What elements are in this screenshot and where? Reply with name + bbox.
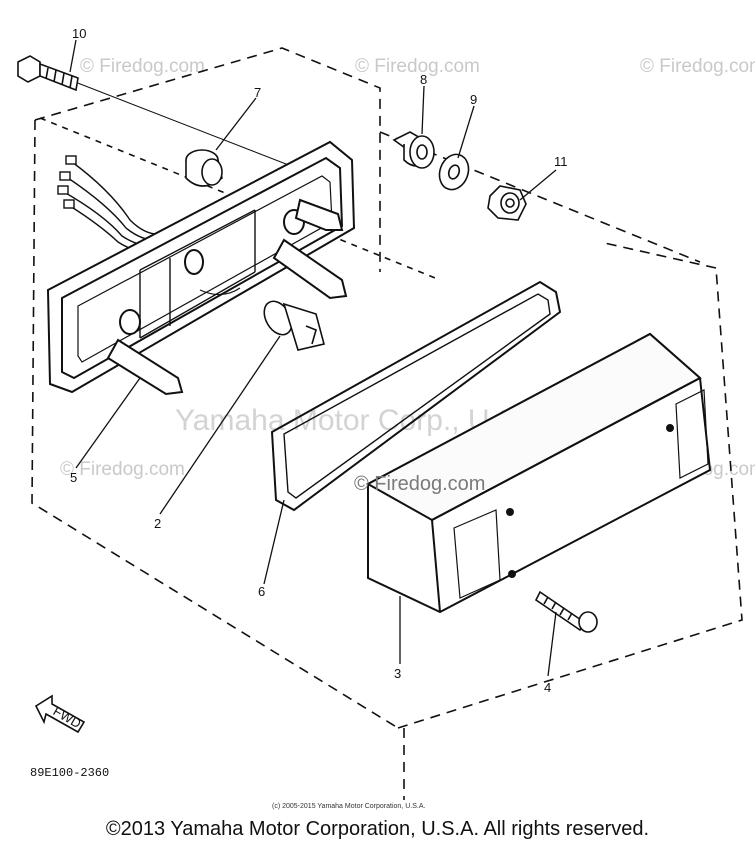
bulb-part-2[interactable]	[259, 296, 325, 351]
callout-6: 6	[258, 584, 265, 599]
callout-7: 7	[254, 85, 261, 100]
nut-part-11[interactable]	[487, 185, 527, 221]
leader-lines	[69, 39, 557, 677]
callout-11: 11	[554, 154, 568, 169]
forward-arrow-icon	[34, 694, 86, 734]
watermark-firedog-2: © Firedog.com	[355, 56, 480, 77]
small-copyright: (c) 2005-2015 Yamaha Motor Corporation, …	[272, 803, 425, 810]
callout-9: 9	[470, 92, 477, 107]
callout-3: 3	[394, 666, 401, 681]
watermark-firedog-3: © Firedog.com	[640, 56, 755, 77]
callout-4: 4	[544, 680, 551, 695]
callout-10: 10	[72, 26, 86, 41]
watermark-firedog-4: © Firedog.com	[60, 459, 185, 480]
screw-part-4[interactable]	[534, 590, 598, 633]
callout-8: 8	[420, 72, 427, 87]
lens-part-3[interactable]	[365, 332, 712, 614]
diagram-code: 89E100-2360	[30, 766, 109, 780]
lamp-housing-part-5[interactable]	[46, 140, 356, 396]
footer-copyright: ©2013 Yamaha Motor Corporation, U.S.A. A…	[105, 818, 650, 840]
collar-part-8[interactable]	[392, 131, 435, 169]
watermark-firedog-center: © Firedog.com	[354, 473, 485, 495]
bolt-part-10[interactable]	[17, 55, 79, 92]
washer-part-9[interactable]	[435, 150, 474, 193]
watermark-firedog-1: © Firedog.com	[80, 56, 205, 77]
callout-5: 5	[70, 470, 77, 485]
grommet-part-7[interactable]	[185, 149, 223, 187]
gasket-part-6[interactable]	[270, 280, 562, 512]
callout-2: 2	[154, 516, 161, 531]
